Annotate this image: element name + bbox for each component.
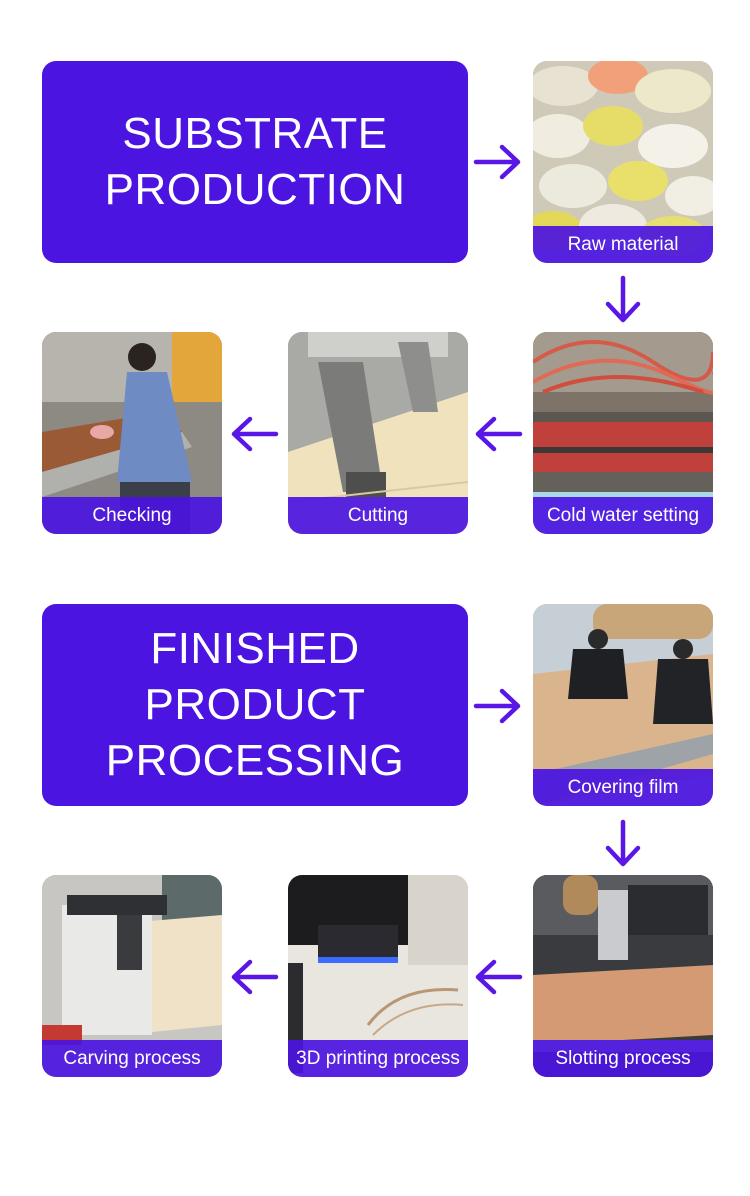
step-card-carving-process: Carving process: [42, 875, 222, 1077]
step-label-raw-material: Raw material: [533, 226, 713, 263]
section2-title-line-1: FINISHED: [150, 624, 360, 673]
arrow-left-icon: [472, 951, 524, 1003]
step-label-carving-process: Carving process: [42, 1040, 222, 1077]
step-card-slotting-process: Slotting process: [533, 875, 713, 1077]
step-label-cutting: Cutting: [288, 497, 468, 534]
step-label-cold-water-setting: Cold water setting: [533, 497, 713, 534]
step-card-raw-material: Raw material: [533, 61, 713, 263]
step-label-covering-film: Covering film: [533, 769, 713, 806]
step-label-checking: Checking: [42, 497, 222, 534]
section2-title-line-2: PRODUCT: [144, 680, 366, 729]
step-card-checking: Checking: [42, 332, 222, 534]
step-card-covering-film: Covering film: [533, 604, 713, 806]
step-label-3d-printing-process: 3D printing process: [288, 1040, 468, 1077]
arrow-right-icon: [472, 136, 524, 188]
arrow-down-icon: [597, 274, 649, 326]
step-card-3d-printing-process: 3D printing process: [288, 875, 468, 1077]
section2-title-box: FINISHED PRODUCT PROCESSING: [42, 604, 468, 806]
arrow-left-icon: [228, 408, 280, 460]
section1-title-box: SUBSTRATE PRODUCTION: [42, 61, 468, 263]
arrow-right-icon: [472, 680, 524, 732]
arrow-down-icon: [597, 818, 649, 870]
section1-title-line-1: SUBSTRATE: [122, 109, 388, 158]
step-label-slotting-process: Slotting process: [533, 1040, 713, 1077]
section2-title-line-3: PROCESSING: [105, 736, 405, 785]
step-card-cutting: Cutting: [288, 332, 468, 534]
3d-printing-process-photo: [288, 875, 468, 1077]
section1-title-line-2: PRODUCTION: [104, 165, 406, 214]
arrow-left-icon: [472, 408, 524, 460]
arrow-left-icon: [228, 951, 280, 1003]
step-card-cold-water-setting: Cold water setting: [533, 332, 713, 534]
